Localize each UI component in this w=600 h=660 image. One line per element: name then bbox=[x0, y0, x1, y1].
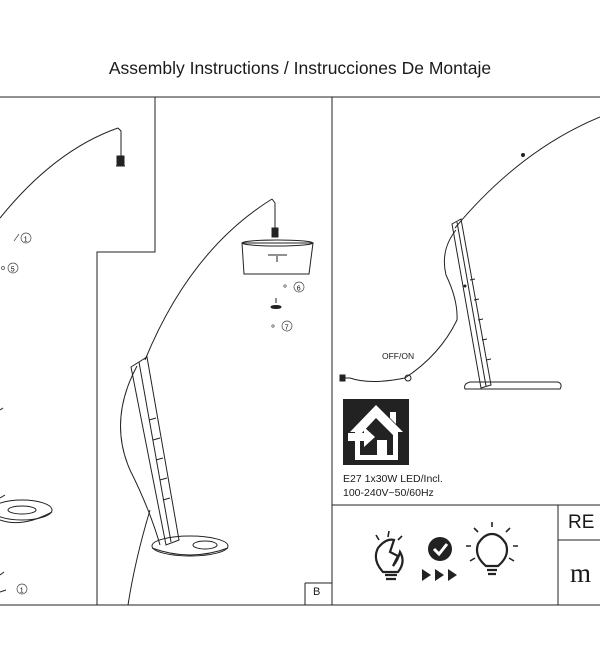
callout-5: 5 bbox=[11, 267, 15, 274]
panel-a-callouts bbox=[1, 232, 32, 595]
callout-1-bottom: 1 bbox=[20, 588, 24, 595]
spec-line-2: 100-240V~50/60Hz bbox=[343, 487, 434, 499]
panel-frame bbox=[0, 96, 600, 606]
callout-6: 6 bbox=[297, 286, 301, 293]
panel-c-lamp bbox=[339, 116, 600, 390]
brand-fragment-1: RE bbox=[568, 512, 595, 533]
panel-b-lamp bbox=[120, 198, 314, 606]
indoor-use-icon bbox=[343, 399, 409, 465]
page-title: Assembly Instructions / Instrucciones De… bbox=[108, 58, 492, 78]
callout-7: 7 bbox=[285, 325, 289, 332]
check-icon bbox=[428, 537, 452, 561]
spec-line-1: E27 1x30W LED/Incl. bbox=[343, 473, 443, 485]
play-arrows-icon bbox=[422, 569, 457, 581]
bulb-icon bbox=[466, 522, 518, 576]
panel-label-b: B bbox=[313, 586, 321, 598]
cable-clip bbox=[463, 284, 467, 288]
broken-bulb-icon bbox=[374, 530, 404, 581]
spec-text: E27 1x30W LED/Incl. 100-240V~50/60Hz bbox=[343, 472, 443, 500]
switch-label: OFF/ON bbox=[382, 351, 415, 361]
brand-fragment-2: m bbox=[570, 558, 592, 588]
panel-b-callouts bbox=[271, 281, 305, 332]
panel-a-lamp bbox=[0, 127, 125, 593]
callout-1-top: 1 bbox=[24, 237, 28, 244]
arc-joint bbox=[521, 153, 525, 157]
